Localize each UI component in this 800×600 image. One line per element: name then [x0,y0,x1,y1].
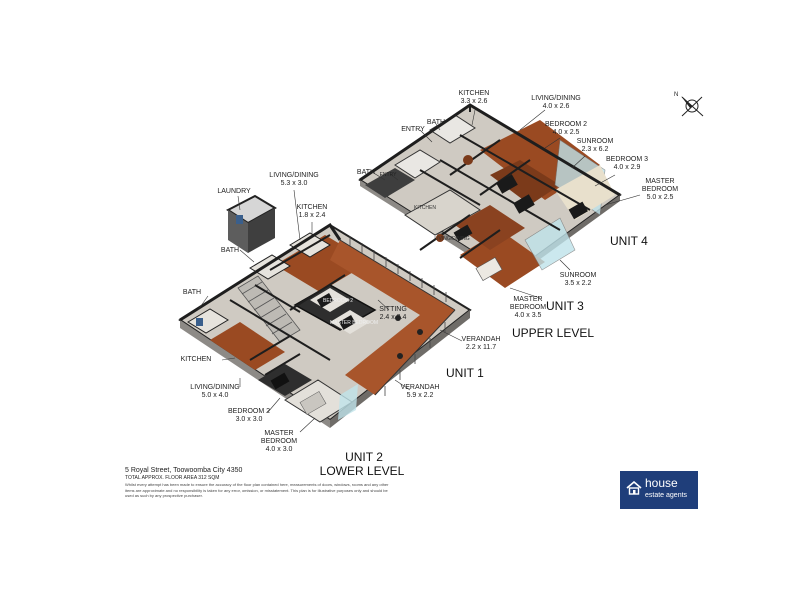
room-name: MASTER BEDROOM [641,178,679,193]
upper-level-structure [358,103,622,288]
compass: N [672,92,708,120]
room-label-sitting-u1: SITTING 2.4 x 2.4 [379,306,407,322]
label-bath-u1: BATH [220,247,240,254]
room-name: LIVING/DINING [269,172,319,179]
logo-word-house: house [645,476,678,490]
room-name: MASTER BEDROOM [509,296,547,311]
house-icon [626,481,642,495]
room-label-bedroom3-u4: BEDROOM 3 4.0 x 2.9 [606,156,648,172]
verandah-floor [330,240,455,395]
room-dims: 4.0 x 3.5 [514,312,542,319]
room-label-bedroom2-u4: BEDROOM 2 4.0 x 2.5 [545,121,587,137]
room-name: BEDROOM 2 [544,121,588,128]
property-address: 5 Royal Street, Toowoomba City 4350 [125,467,243,474]
room-dims: 5.0 x 2.5 [646,194,674,201]
unit2-label: UNIT 2 [345,450,383,464]
compass-icon [681,96,704,117]
upper-level-label: UPPER LEVEL [512,326,595,340]
room-label-living-u1: LIVING/DINING 5.3 x 3.0 [269,172,318,188]
room-label-living-u2: LIVING/DINING 5.0 x 4.0 [190,384,239,400]
room-label-verandah-b: VERANDAH 5.9 x 2.2 [401,384,440,400]
room-dims: 5.0 x 4.0 [201,392,229,399]
room-name: SUNROOM [559,272,597,279]
room-label-master-u4: MASTER BEDROOM 5.0 x 2.5 [642,178,678,202]
logo-word-estate-agents: estate agents [645,492,688,499]
room-label-sunroom-u3: SUNROOM 3.5 x 2.2 [560,272,597,288]
lower-level-label: LOWER LEVEL [319,464,405,478]
floor-area: TOTAL APPROX. FLOOR AREA 312 SQM [125,475,220,481]
room-dims: 3.5 x 2.2 [564,280,592,287]
room-dims: 4.0 x 2.6 [542,103,570,110]
unit1-label: UNIT 1 [446,366,484,380]
label-entry-u3: ENTRY [379,172,397,178]
inplan-kitchen-u3: KITCHEN [414,205,436,211]
room-dims: 3.3 x 2.6 [460,98,488,105]
room-label-living-u4: LIVING/DINING 4.0 x 2.6 [531,95,580,111]
inplan-living-u3: LIVING/DINING [434,236,470,242]
room-dims: 5.3 x 3.0 [280,180,308,187]
master-bedroom-u4-floor [555,165,615,220]
inplan-master-u1: MASTER BEDROOM [329,320,379,326]
room-name: SUNROOM [576,138,614,145]
room-name: KITCHEN [458,90,490,97]
unit3-living-floor [404,189,481,236]
room-name: LIVING/DINING [531,95,581,102]
label-leader-lines [197,109,641,433]
label-kitchen-u2: KITCHEN [180,356,212,363]
room-label-kitchen-u1: KITCHEN 1.8 x 2.4 [297,204,328,220]
room-name: MASTER BEDROOM [260,430,298,445]
label-laundry: LAUNDRY [217,188,251,195]
room-dims: 4.0 x 2.9 [613,164,641,171]
room-label-master-u3: MASTER BEDROOM 4.0 x 3.5 [510,296,546,320]
room-dims: 2.3 x 6.2 [581,146,609,153]
room-label-bedroom2-u2: BEDROOM 2 3.0 x 3.0 [228,408,270,424]
room-dims: 5.9 x 2.2 [406,392,434,399]
room-name: LIVING/DINING [190,384,240,391]
disclaimer: Whilst every attempt has been made to en… [125,482,389,498]
property-info: 5 Royal Street, Toowoomba City 4350 TOTA… [125,466,425,499]
room-label-verandah-a: VERANDAH 2.2 x 11.7 [462,336,501,352]
unit4-label: UNIT 4 [610,234,648,248]
sunroom-u3-glass [524,217,576,271]
room-label-master-u2: MASTER BEDROOM 4.0 x 3.0 [261,430,297,454]
room-name: VERANDAH [461,336,501,343]
room-label-sunroom-u4: SUNROOM 2.3 x 6.2 [577,138,614,154]
room-dims: 3.0 x 3.0 [235,416,263,423]
room-name: SITTING [379,306,407,313]
label-bath-u2: BATH [182,289,202,296]
room-name: BEDROOM 3 [605,156,649,163]
room-dims: 2.4 x 2.4 [379,314,407,321]
agency-logo[interactable]: house estate agents [620,471,698,509]
unit2-bath [187,308,229,334]
label-bath-top: BATH [426,119,446,126]
room-name: VERANDAH [400,384,440,391]
room-dims: 1.8 x 2.4 [298,212,326,219]
inplan-bedroom2-u1: BEDROOM 2 [322,298,354,304]
unit3-floor-wood [460,230,545,288]
label-entry-top: ENTRY [401,126,425,133]
unit2-floor-wood [210,322,285,370]
room-dims: 2.2 x 11.7 [465,344,497,351]
lower-level-structure [178,194,472,428]
room-label-kitchen-u4: KITCHEN 3.3 x 2.6 [459,90,490,106]
compass-north-letter: N [674,92,679,98]
room-name: BEDROOM 2 [227,408,271,415]
room-dims: 4.0 x 2.5 [552,129,580,136]
unit3-label: UNIT 3 [546,299,584,313]
label-bath-u3: BATH [356,169,376,176]
room-name: KITCHEN [296,204,328,211]
room-dims: 4.0 x 3.0 [265,446,293,453]
